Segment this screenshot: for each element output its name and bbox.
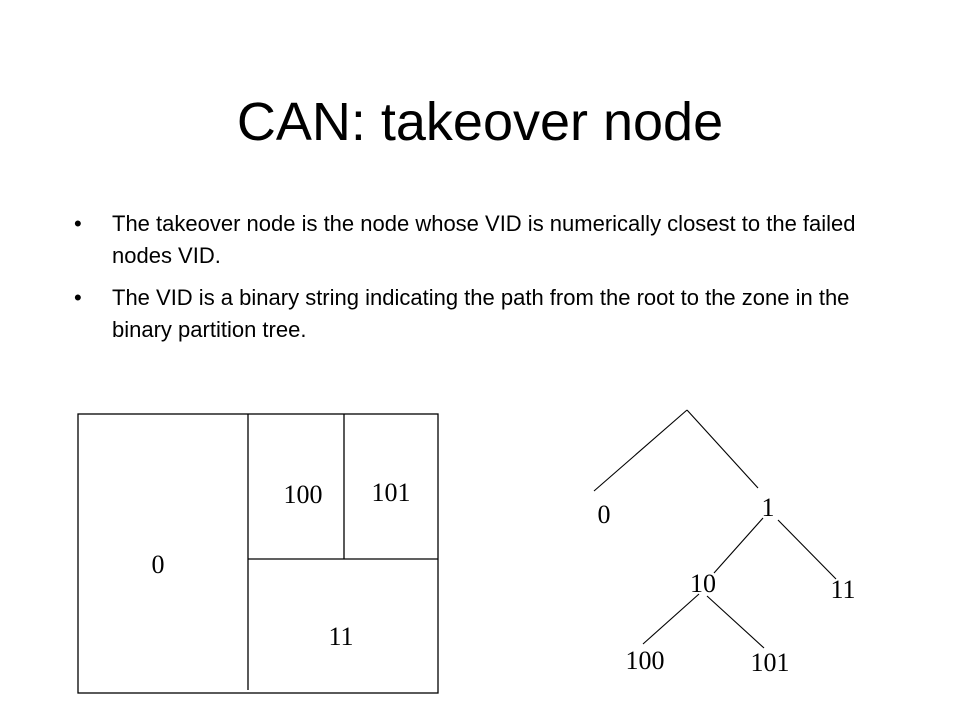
bullet-text: The takeover node is the node whose VID …: [112, 211, 856, 268]
tree-edge-1-10: [713, 517, 764, 574]
tree-label-11: 11: [830, 575, 855, 604]
tree-label-100: 100: [626, 646, 665, 675]
zone-label-101: 101: [372, 478, 411, 507]
tree-label-101: 101: [751, 648, 790, 677]
tree-edge-10-101: [706, 595, 765, 649]
zone-label-11: 11: [328, 622, 353, 651]
binary-tree: [593, 409, 837, 649]
tree-edge-root-0: [593, 409, 688, 492]
zone-partition: [77, 413, 439, 694]
zone-label-100: 100: [284, 480, 323, 509]
tree-label-1: 1: [762, 493, 775, 522]
tree-edge-root-1: [686, 409, 759, 489]
bullet-text: The VID is a binary string indicating th…: [112, 285, 850, 342]
tree-label-10: 10: [690, 569, 716, 598]
bullet-dot-icon: •: [74, 211, 82, 236]
zone-outer-border: [77, 413, 439, 694]
bullet-list: • The takeover node is the node whose VI…: [72, 208, 872, 356]
bullet-dot-icon: •: [74, 285, 82, 310]
slide-title: CAN: takeover node: [236, 92, 724, 152]
bullet-item: • The VID is a binary string indicating …: [72, 282, 872, 346]
tree-label-0: 0: [598, 500, 611, 529]
bullet-item: • The takeover node is the node whose VI…: [72, 208, 872, 272]
zone-label-0: 0: [152, 550, 165, 579]
tree-edge-10-100: [642, 593, 700, 645]
tree-edge-1-11: [777, 519, 837, 580]
